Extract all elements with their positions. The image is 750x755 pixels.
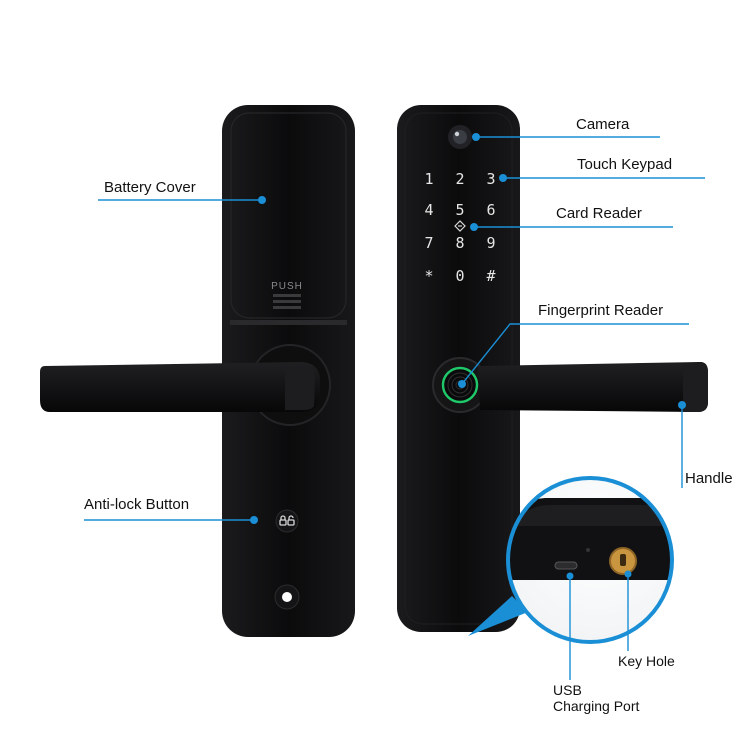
inset-pointer <box>468 596 528 636</box>
anti-lock-icon <box>279 515 295 526</box>
keypad-key: 5 <box>455 201 464 219</box>
front-lever-handle <box>478 362 708 412</box>
keypad-key: 9 <box>486 234 495 252</box>
handle-label: Handle <box>685 470 733 487</box>
keypad-key: * <box>424 267 433 285</box>
leader-lines <box>84 133 705 680</box>
back-lever-handle <box>40 362 320 412</box>
battery-cover-label: Battery Cover <box>104 179 196 196</box>
keypad-key: 6 <box>486 201 495 219</box>
usb-port-dot <box>566 572 574 580</box>
battery-cover <box>230 112 347 319</box>
key-hole-slot <box>620 554 626 566</box>
keypad-key: 3 <box>486 170 495 188</box>
keypad-key: 1 <box>424 170 433 188</box>
inset-pin-hole <box>586 548 590 552</box>
touch-keypad-label: Touch Keypad <box>577 156 673 173</box>
back-lever-tip <box>285 366 315 410</box>
keypad-key: 7 <box>424 234 433 252</box>
back-key-slot <box>282 592 292 602</box>
touch-keypad-dot <box>499 174 507 182</box>
card-reader-label: Card Reader <box>556 205 642 222</box>
anti-lock-button-label: Anti-lock Button <box>84 496 190 513</box>
camera-label: Camera <box>576 116 630 133</box>
camera-highlight <box>454 131 460 137</box>
card-reader-icon <box>454 220 466 232</box>
fingerprint-reader-label: Fingerprint Reader <box>538 302 664 319</box>
keypad-key: 8 <box>455 234 464 252</box>
card-reader-dot <box>470 223 478 231</box>
battery-cover-dot <box>258 196 266 204</box>
anti-lock-button <box>275 509 299 533</box>
keypad-key: 2 <box>455 170 464 188</box>
handle-dot <box>678 401 686 409</box>
back-panel <box>40 105 355 637</box>
bottom-detail-inset <box>468 476 674 644</box>
battery-cover-seam <box>230 320 347 325</box>
fingerprint-dot <box>458 380 466 388</box>
usb-charging-port-label: USB Charging Port <box>553 682 640 714</box>
inset-lock-top-face <box>512 505 672 526</box>
camera-lens <box>453 130 467 144</box>
key-hole-label: Key Hole <box>618 653 675 669</box>
front-lever-tip <box>683 362 708 412</box>
keypad-key: 0 <box>455 267 464 285</box>
touch-keypad: 1 2 3 4 5 6 7 8 9 * 0 # <box>424 170 495 285</box>
push-label: PUSH <box>271 281 303 292</box>
front-panel <box>397 105 708 632</box>
push-marking <box>273 294 301 309</box>
anti-lock-dot <box>250 516 258 524</box>
inset-ring <box>506 476 674 644</box>
usb-charging-port <box>554 561 578 570</box>
keypad-key: # <box>486 267 495 285</box>
fingerprint-leader <box>461 323 689 385</box>
camera-dot <box>472 133 480 141</box>
keypad-key: 4 <box>424 201 433 219</box>
key-hole-dot <box>624 570 632 578</box>
